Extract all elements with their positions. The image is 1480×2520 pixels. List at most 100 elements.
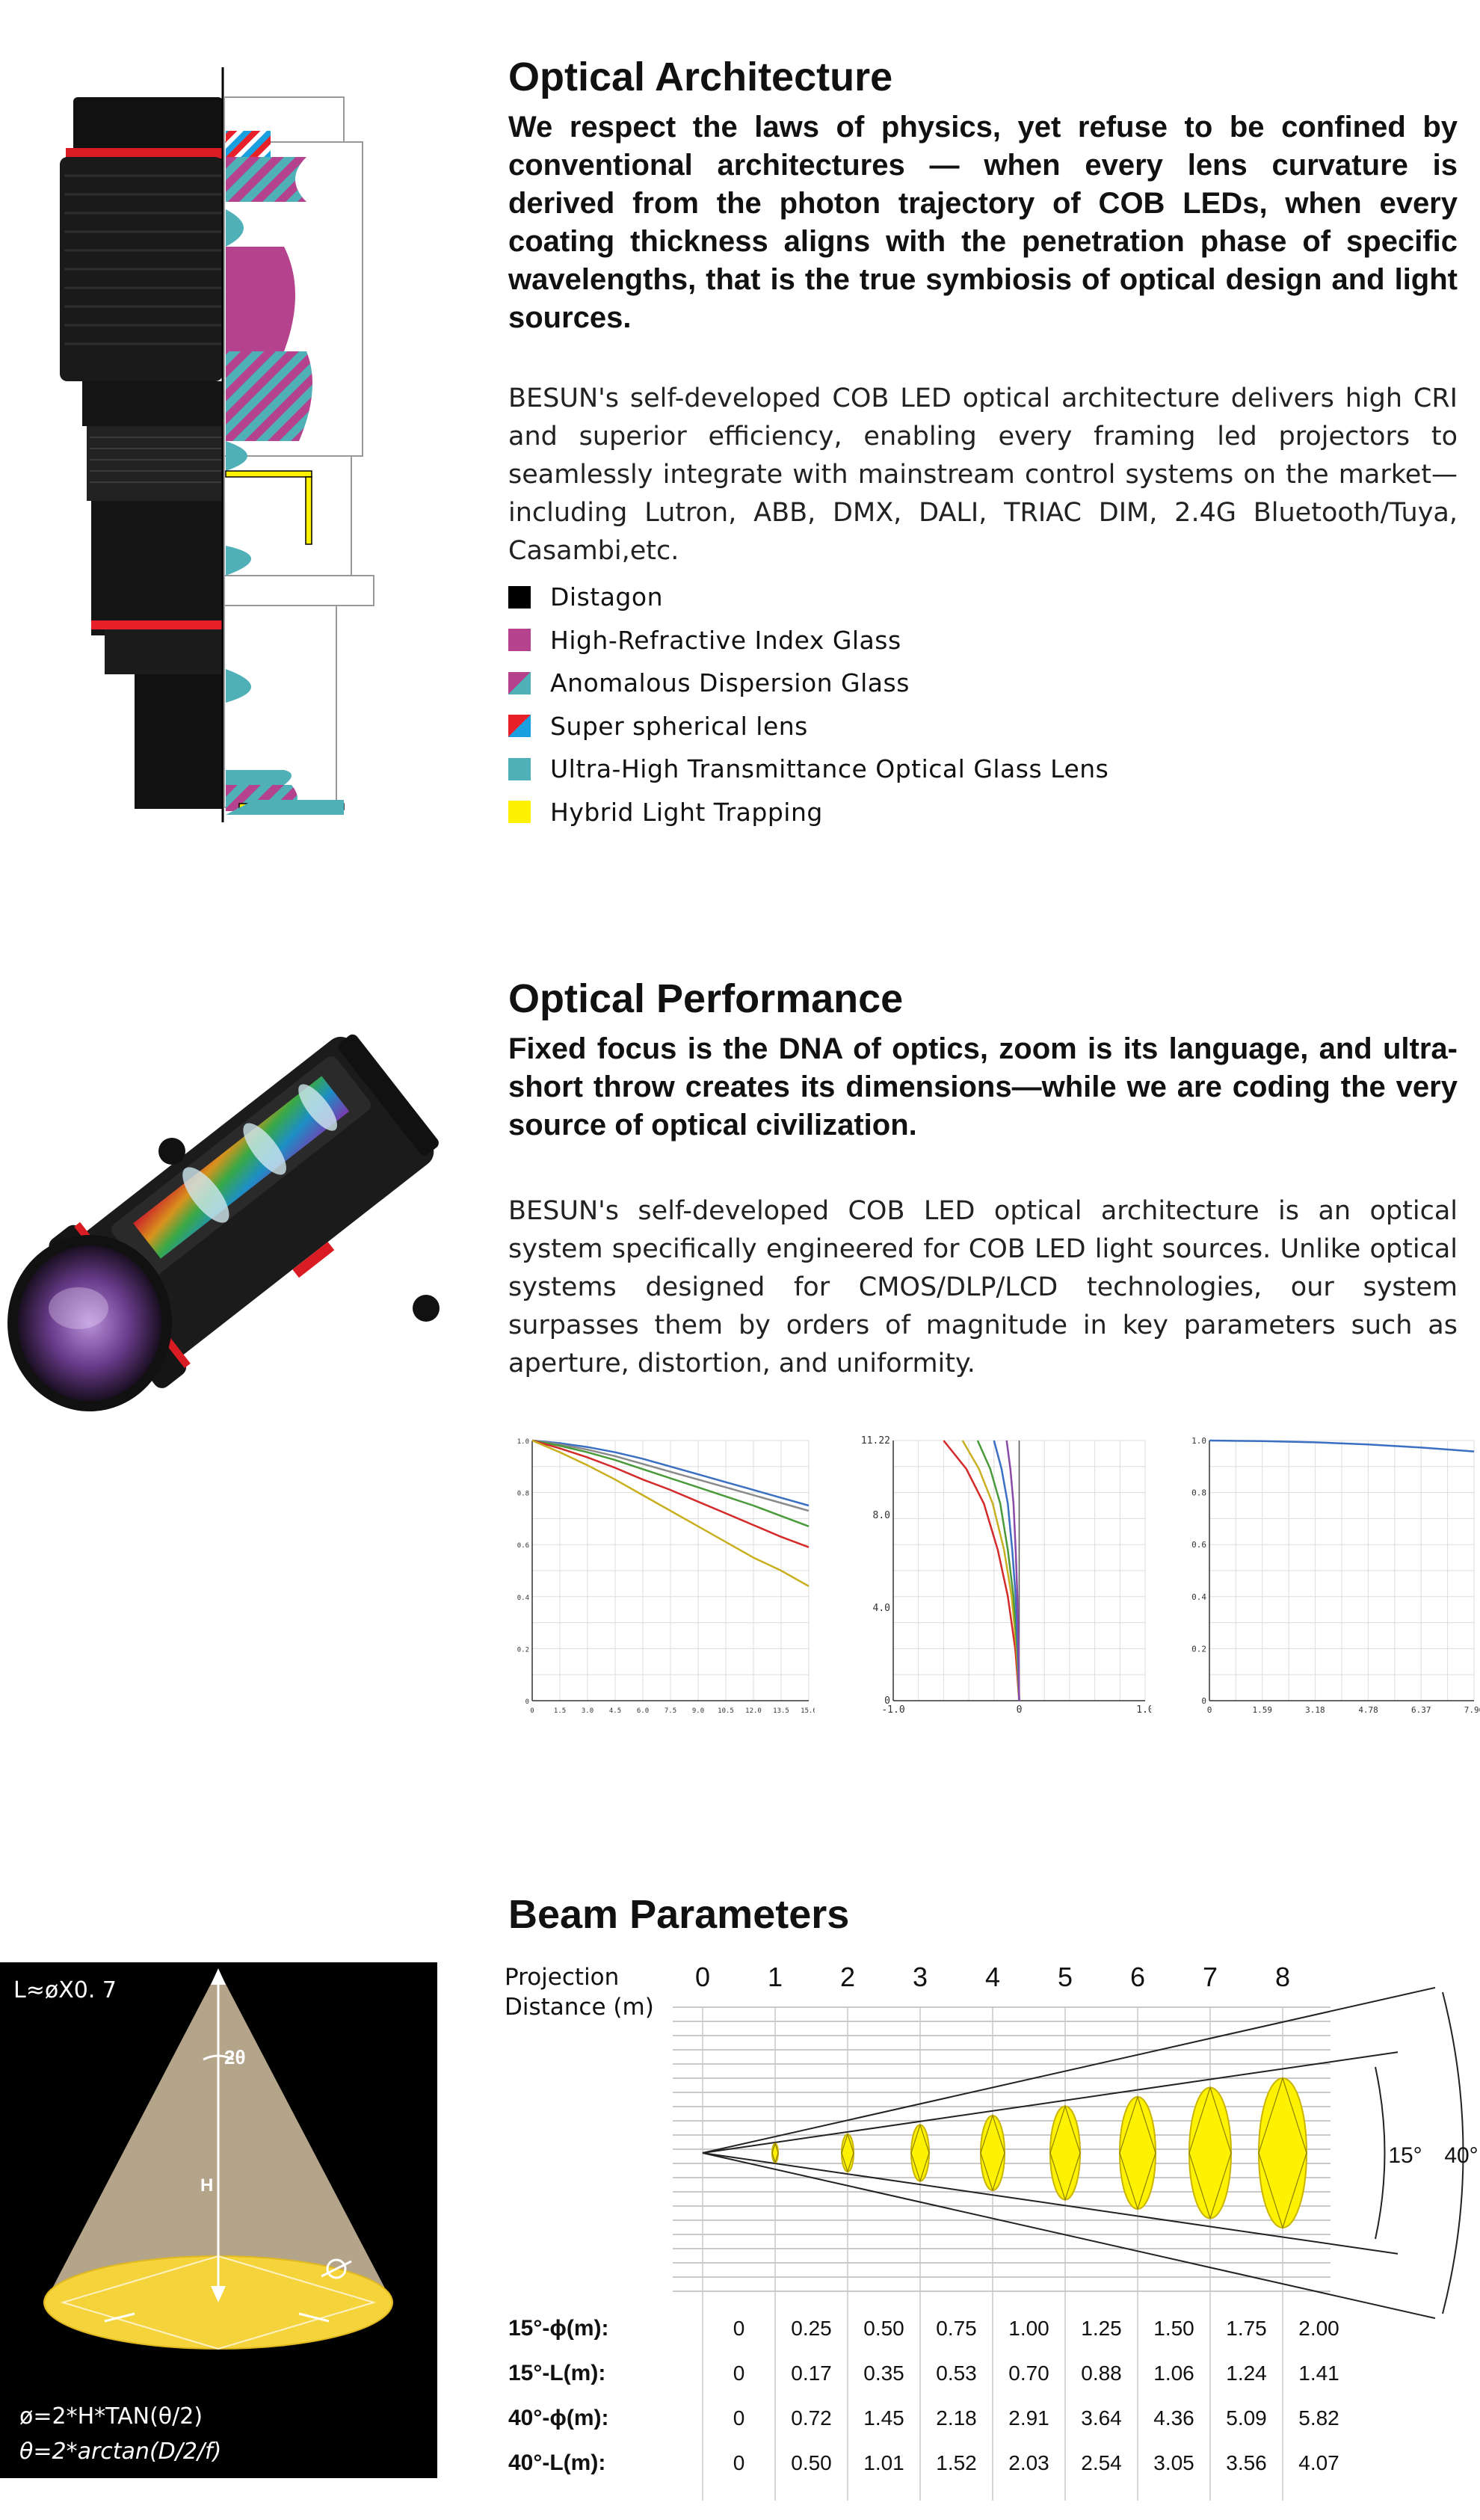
beam-spot xyxy=(841,2134,854,2172)
x-tick-label: 1.59 xyxy=(1252,1705,1272,1715)
y-tick-label: 0.8 xyxy=(1191,1488,1206,1498)
legend-item: Anomalous Dispersion Glass xyxy=(508,662,1109,705)
beam-spot xyxy=(910,2124,930,2182)
x-tick-label: 4.78 xyxy=(1358,1705,1378,1715)
series-line xyxy=(531,1439,810,1527)
x-tick-label: 3.18 xyxy=(1305,1705,1325,1715)
legend-label: Anomalous Dispersion Glass xyxy=(550,668,910,698)
section-title-architecture: Optical Architecture xyxy=(508,55,893,99)
x-tick-label: 0 xyxy=(1207,1705,1212,1715)
legend-label: High-Refractive Index Glass xyxy=(550,625,901,655)
series-line xyxy=(1209,1439,1475,1452)
distance-tick-label: 7 xyxy=(1203,1962,1218,1992)
y-tick-label: 1.0 xyxy=(517,1438,529,1446)
table-cell: 3.64 xyxy=(1081,2406,1122,2430)
architecture-lead-paragraph: We respect the laws of physics, yet refu… xyxy=(508,111,1458,334)
beam-15-lower xyxy=(702,2152,1399,2255)
swatch-anomalous-dispersion xyxy=(508,671,531,694)
y-tick-label: 0.8 xyxy=(517,1491,529,1498)
row-label: 15°-ϕ(m): xyxy=(508,2316,609,2341)
y-tick-label: 0.2 xyxy=(1191,1644,1206,1654)
y-tick-label: 0.4 xyxy=(517,1595,529,1602)
row-label: 40°-ϕ(m): xyxy=(508,2406,609,2430)
beam-spot-diamond xyxy=(771,2142,779,2164)
lens-legend: Distagon High-Refractive Index Glass Ano… xyxy=(508,576,1109,834)
x-tick-label: 0 xyxy=(530,1707,534,1715)
x-tick-label: 7.96 xyxy=(1464,1705,1480,1715)
row-label: 40°-L(m): xyxy=(508,2450,606,2475)
legend-label: Super spherical lens xyxy=(550,711,808,741)
architecture-body-paragraph: BESUN's self-developed COB LED optical a… xyxy=(508,383,1458,566)
lens-cross-section-illustration xyxy=(60,67,396,822)
y-tick-label: 11.22 xyxy=(861,1435,890,1447)
distance-tick-label: 0 xyxy=(695,1962,710,1992)
beam-cone-diagram: L≈øX0. 7 2θ H ø=2*H*TAN(θ/2) θ=2*arctan(… xyxy=(0,1962,437,2478)
y-tick-label: 0.6 xyxy=(1191,1540,1206,1550)
table-cell: 1.24 xyxy=(1226,2362,1267,2385)
chart-grid xyxy=(531,1440,810,1701)
y-tick-label: 4.0 xyxy=(873,1603,890,1614)
table-cell: 2.54 xyxy=(1081,2451,1122,2474)
performance-lead-paragraph: Fixed focus is the DNA of optics, zoom i… xyxy=(508,1032,1458,1142)
series-line xyxy=(531,1439,810,1587)
table-cell: 2.03 xyxy=(1008,2451,1049,2474)
swatch-distagon xyxy=(508,585,531,609)
distance-tick-label: 8 xyxy=(1275,1962,1290,1992)
beam-spot xyxy=(771,2142,779,2163)
beam-spot-diamond xyxy=(1049,2104,1081,2202)
y-tick-label: 8.0 xyxy=(873,1510,890,1521)
x-tick-label: 1.0 xyxy=(1136,1704,1151,1716)
y-tick-label: 0.4 xyxy=(1191,1592,1206,1602)
beam-spot xyxy=(1049,2105,1081,2201)
x-tick-label: 15.0 xyxy=(801,1707,815,1715)
legend-label: Hybrid Light Trapping xyxy=(550,797,823,827)
axis-label: Projection Distance (m) xyxy=(505,1964,654,2021)
beam-spot-diamond xyxy=(1258,2077,1307,2229)
beam-15-upper xyxy=(702,2051,1399,2154)
table-cell: 2.91 xyxy=(1008,2406,1049,2430)
table-cell: 0.53 xyxy=(936,2362,977,2385)
table-cell: 3.56 xyxy=(1226,2451,1267,2474)
x-tick-label: 6.37 xyxy=(1411,1705,1431,1715)
table-cell: 0.50 xyxy=(863,2317,904,2340)
table-cell: 0.35 xyxy=(863,2362,904,2385)
legend-label: Distagon xyxy=(550,582,663,612)
distance-tick-label: 3 xyxy=(913,1962,928,1992)
table-cell: 5.82 xyxy=(1298,2406,1339,2430)
swatch-high-refractive xyxy=(508,629,531,652)
beam-spot xyxy=(1188,2086,1232,2219)
table-cell: 0.50 xyxy=(791,2451,832,2474)
beam-40-upper xyxy=(702,1986,1436,2154)
distance-tick-label: 5 xyxy=(1058,1962,1073,1992)
table-cell: 1.45 xyxy=(863,2406,904,2430)
angle-arc-15 xyxy=(1375,2066,1386,2240)
beam-angle-label: 2θ xyxy=(224,2046,246,2068)
beam-40-lower xyxy=(702,2152,1436,2320)
beam-formula-top: L≈øX0. 7 xyxy=(13,1977,117,2003)
table-cell: 0.88 xyxy=(1081,2362,1122,2385)
table-cell: 2.00 xyxy=(1298,2317,1339,2340)
x-tick-label: 3.0 xyxy=(582,1707,593,1715)
table-cell: 1.50 xyxy=(1153,2317,1194,2340)
angle-label-15: 15° xyxy=(1388,2143,1422,2168)
beam-spot xyxy=(980,2115,1005,2191)
table-cell: 1.52 xyxy=(936,2451,977,2474)
x-tick-label: 1.5 xyxy=(554,1707,566,1715)
beam-spot-diamond xyxy=(1119,2095,1156,2211)
y-tick-label: 0 xyxy=(884,1695,890,1707)
legend-label: Ultra-High Transmittance Optical Glass L… xyxy=(550,754,1109,784)
table-cell: 1.41 xyxy=(1298,2362,1339,2385)
table-cell: 1.06 xyxy=(1153,2362,1194,2385)
table-cell: 0.25 xyxy=(791,2317,832,2340)
table-cell: 4.36 xyxy=(1153,2406,1194,2430)
table-cell: 0.70 xyxy=(1008,2362,1049,2385)
legend-item: Ultra-High Transmittance Optical Glass L… xyxy=(508,748,1109,791)
section-title-beam: Beam Parameters xyxy=(508,1892,850,1937)
performance-body-paragraph: BESUN's self-developed COB LED optical a… xyxy=(508,1196,1458,1378)
beam-spot xyxy=(1119,2096,1156,2210)
beam-formula-2: θ=2*arctan(D/2/f) xyxy=(19,2439,222,2465)
table-cell: 5.09 xyxy=(1226,2406,1267,2430)
